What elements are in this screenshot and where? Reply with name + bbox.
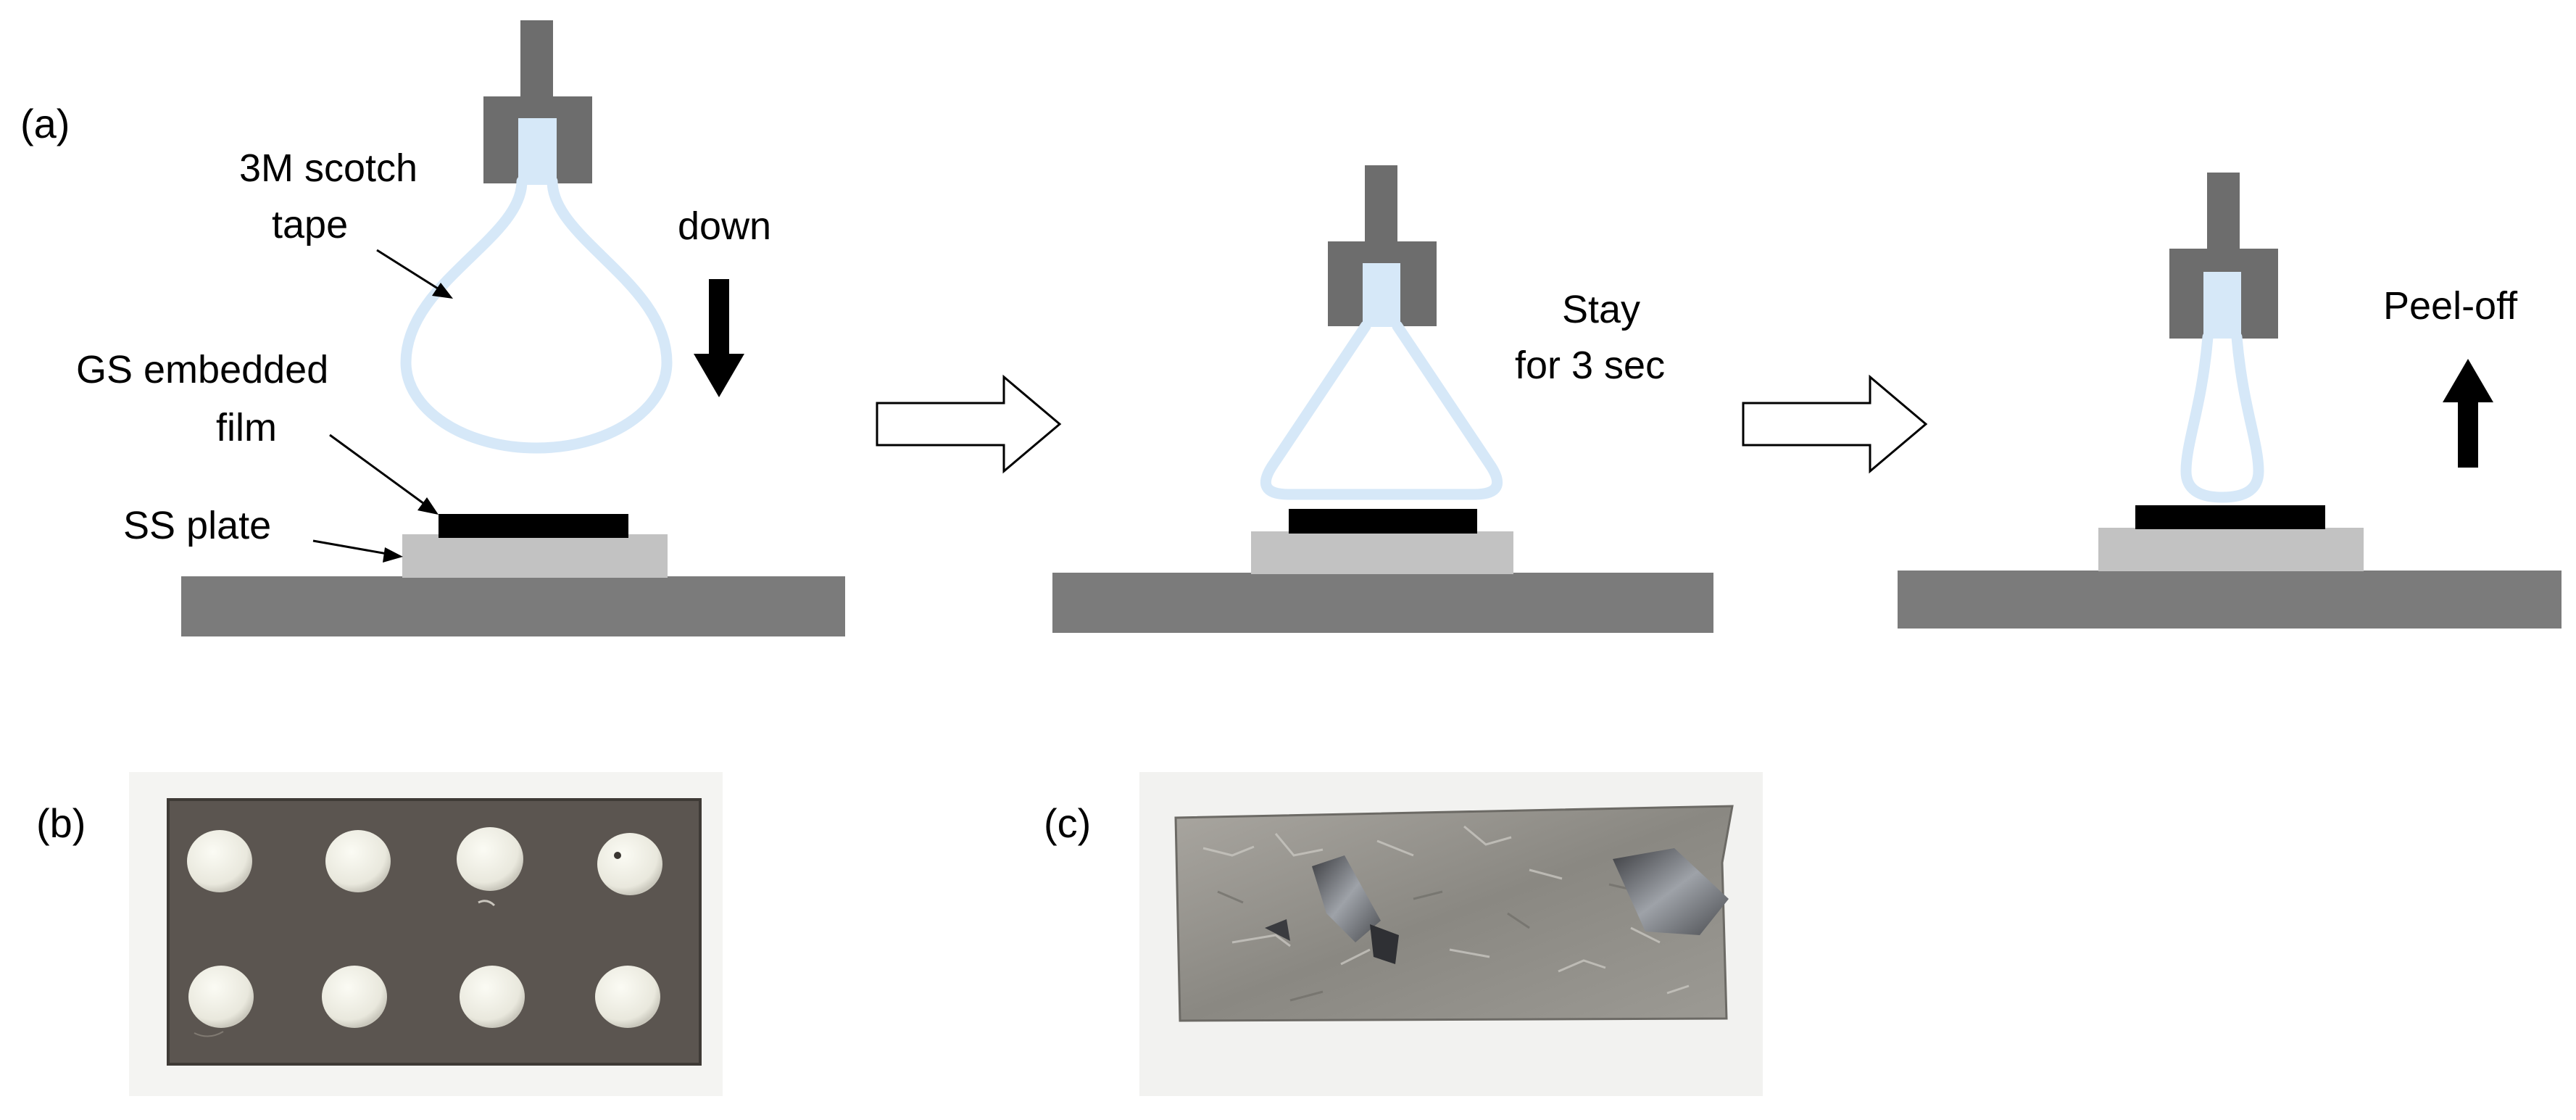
tape-pointer (376, 249, 453, 299)
tape-loop (1260, 320, 1503, 500)
film-dot (457, 827, 523, 891)
film-dot (597, 833, 662, 895)
base-block (1052, 573, 1713, 633)
film-dot (460, 966, 525, 1028)
gs-film (1289, 509, 1477, 534)
film-pointer (329, 434, 439, 515)
panel-c-label: (c) (1044, 800, 1091, 846)
film-dot (187, 830, 252, 892)
down-arrow (694, 279, 744, 397)
torn-flake (1613, 848, 1729, 935)
film-dot (188, 966, 254, 1028)
tape-loop (400, 175, 673, 454)
plate-pointer (312, 539, 403, 563)
down-label: down (678, 204, 771, 248)
film-dot (595, 966, 660, 1028)
base-block (181, 576, 845, 636)
gs-film (439, 514, 628, 538)
panel-b-label: (b) (36, 800, 86, 846)
stay-label-line1: Stay (1562, 288, 1640, 331)
base-block (1898, 571, 2562, 629)
film-dot (322, 966, 387, 1028)
transition-arrow-1 (876, 374, 1062, 474)
film-label-line1: GS embedded (76, 348, 328, 391)
tape-loop (2180, 331, 2264, 503)
photo-c (1139, 772, 1763, 1096)
ss-plate (2098, 528, 2364, 571)
torn-flake (1312, 855, 1381, 942)
torn-flake (1370, 924, 1399, 964)
tape-label-line1: 3M scotch (239, 146, 417, 190)
torn-flake (1265, 919, 1290, 941)
step-3-peel-off: Peel-off (1898, 173, 2562, 629)
plate-label: SS plate (123, 504, 271, 547)
tape-end (518, 118, 557, 185)
photo-b (129, 772, 723, 1096)
step-2-stay: Stay for 3 sec (1052, 165, 1713, 633)
holder-stem (2207, 173, 2240, 252)
panel-a-label: (a) (20, 101, 70, 146)
step-1-down: down 3M scotch tape GS embedded film SS … (76, 20, 845, 636)
tape-end (2203, 272, 2241, 339)
film-label-line2: film (216, 406, 277, 449)
holder-stem (520, 20, 553, 100)
up-arrow (2443, 359, 2493, 468)
holder-stem (1365, 165, 1397, 245)
peeled-foil (1174, 805, 1734, 1022)
ss-plate (402, 534, 668, 578)
transition-arrow-2 (1742, 374, 1928, 474)
tape-end (1363, 263, 1400, 327)
tape-label-line2: tape (272, 203, 348, 246)
film-dot (325, 830, 391, 892)
gs-film (2135, 505, 2325, 529)
stay-label-line2: for 3 sec (1515, 344, 1665, 387)
ss-plate (1251, 531, 1513, 574)
peel-off-label: Peel-off (2383, 284, 2518, 328)
